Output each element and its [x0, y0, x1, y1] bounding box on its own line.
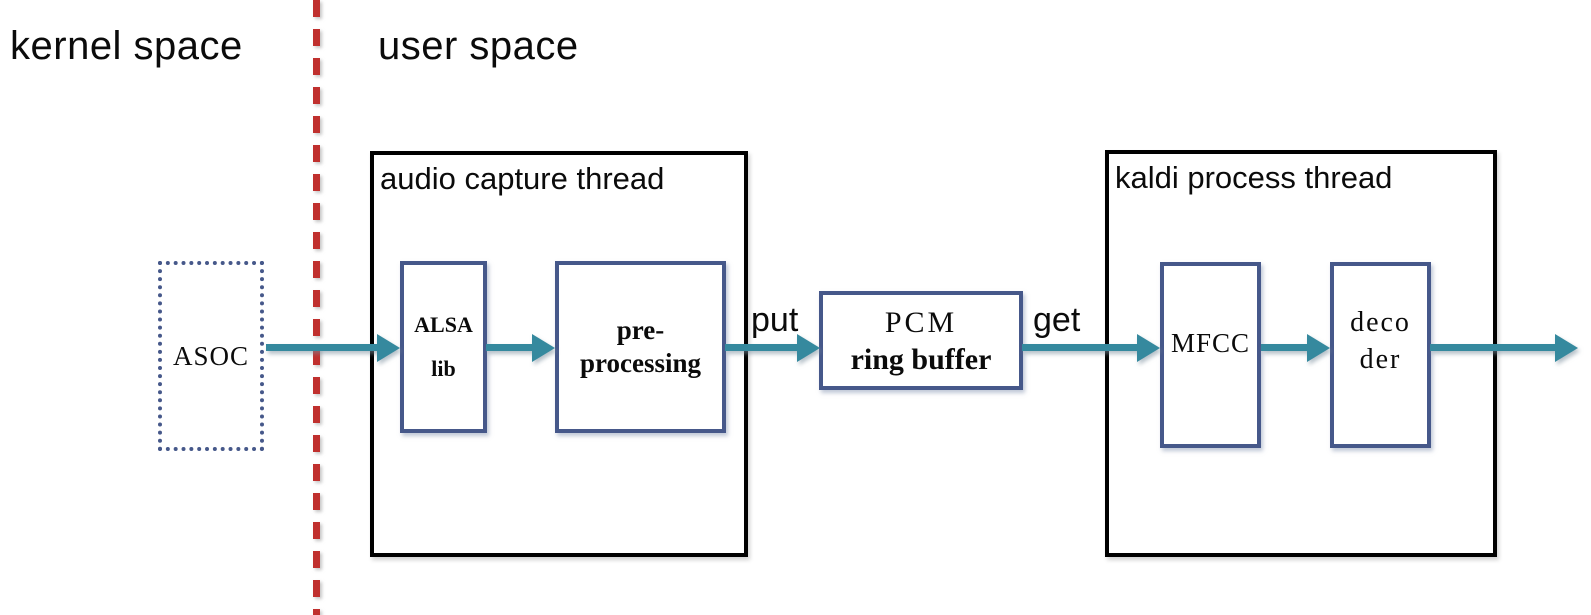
arrow-head-icon: [1555, 334, 1578, 362]
pre-processing-label-line1: pre-: [616, 315, 665, 345]
decoder-node: deco der: [1330, 262, 1431, 448]
mfcc-node-label: MFCC: [1170, 327, 1251, 358]
kaldi-process-thread-box: kaldi process thread: [1105, 150, 1497, 557]
pcm-label-line1: PCM: [884, 305, 958, 339]
put-edge-label: put: [751, 301, 799, 339]
arrow-head-icon: [1137, 334, 1160, 362]
arrow-decoder-output: [1430, 334, 1578, 362]
kernel-space-label: kernel space: [10, 24, 243, 68]
arrow-shaft: [1022, 344, 1141, 351]
arrow-alsa-to-preprocessing: [486, 334, 555, 362]
kernel-user-boundary-dashed-line: [313, 0, 320, 615]
arrow-shaft: [1430, 344, 1559, 351]
alsa-lib-label-line1: ALSA: [414, 312, 473, 337]
arrow-head-icon: [797, 334, 820, 362]
arrow-shaft: [266, 344, 381, 351]
kaldi-process-thread-label: kaldi process thread: [1115, 160, 1393, 195]
arrow-head-icon: [532, 334, 555, 362]
pcm-ring-buffer-node: PCM ring buffer: [819, 291, 1023, 390]
arrow-preprocessing-to-pcm: [725, 334, 820, 362]
arrow-shaft: [486, 344, 536, 351]
pre-processing-node: pre- processing: [555, 261, 726, 433]
alsa-lib-label-line2: lib: [431, 356, 456, 381]
asoc-node-label: ASOC: [172, 340, 250, 371]
audio-capture-thread-label: audio capture thread: [380, 161, 665, 196]
asoc-node: ASOC: [158, 261, 264, 451]
arrow-pcm-to-mfcc: [1022, 334, 1160, 362]
arrow-head-icon: [1307, 334, 1330, 362]
arrow-asoc-to-alsa: [266, 334, 400, 362]
user-space-label: user space: [378, 24, 579, 68]
decoder-label-line1: deco: [1350, 307, 1411, 338]
mfcc-node: MFCC: [1160, 262, 1261, 448]
audio-capture-thread-box: audio capture thread: [370, 151, 748, 557]
arrow-shaft: [1261, 344, 1311, 351]
pre-processing-label-line2: processing: [579, 348, 701, 378]
arrow-mfcc-to-decoder: [1261, 334, 1330, 362]
get-edge-label: get: [1033, 301, 1081, 339]
decoder-label-line2: der: [1359, 344, 1402, 375]
arrow-shaft: [725, 344, 801, 351]
alsa-lib-node: ALSA lib: [400, 261, 487, 433]
arrow-head-icon: [377, 334, 400, 362]
pcm-label-line2: ring buffer: [850, 342, 992, 376]
